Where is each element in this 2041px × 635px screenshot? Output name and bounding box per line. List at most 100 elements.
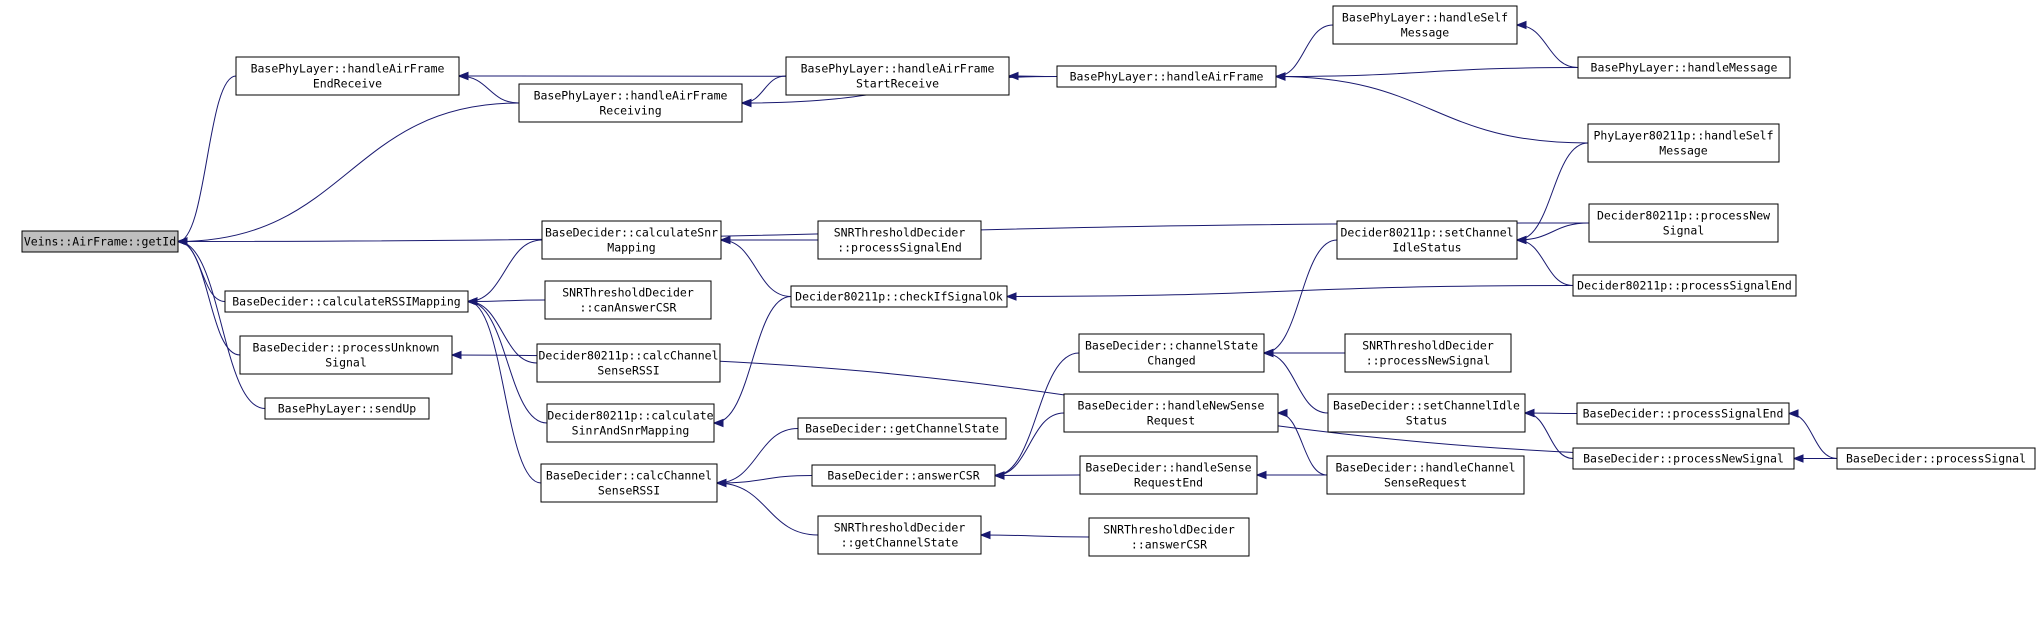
edge-arrowhead [450, 350, 462, 360]
node-label: Changed [1147, 354, 1195, 368]
node-snr-process-new-signal[interactable]: SNRThresholdDecider::processNewSignal [1344, 333, 1512, 373]
edge-dec80211-process-new-to-dec80211-set-channel-idle [1515, 222, 1590, 245]
node-label: Receiving [599, 104, 661, 118]
node-label: Signal [1663, 224, 1705, 238]
node-snr-answer-c-s-r[interactable]: SNRThresholdDecider::answerCSR [1088, 517, 1250, 557]
node-label: BaseDecider::calculateRSSIMapping [232, 295, 460, 309]
node-label: Message [1659, 144, 1708, 158]
edge-line [1275, 67, 1579, 77]
edge-line [177, 102, 520, 242]
node-dec80211-process-end[interactable]: Decider80211p::processSignalEnd [1572, 274, 1797, 297]
node-box [1327, 393, 1526, 433]
edge-set-channel-idle-status-to-channel-state-changed [1262, 348, 1329, 414]
edge-arrowhead [740, 98, 752, 108]
node-label: BaseDecider::calculateSnr [545, 226, 718, 240]
edge-line [1275, 76, 1589, 144]
node-label: BaseDecider::setChannelIdle [1333, 399, 1520, 413]
edge-handle-message-to-haf-main [1274, 67, 1579, 81]
node-snr-can-answer-c-s-r[interactable]: SNRThresholdDecider::canAnswerCSR [544, 280, 712, 320]
node-haf-main[interactable]: BasePhyLayer::handleAirFrame [1056, 65, 1277, 88]
edge-line [177, 241, 241, 356]
node-snr-process-signal-end[interactable]: SNRThresholdDecider::processSignalEnd [817, 220, 982, 260]
node-dec80211-calc-sinr-snr[interactable]: Decider80211p::calculateSinrAndSnrMappin… [546, 403, 715, 443]
edge-handle-channel-sense-request-to-handle-sense-request-end [1255, 470, 1328, 480]
edge-handle-message-to-handle-self-message [1515, 20, 1579, 68]
node-label: BaseDecider::answerCSR [827, 469, 979, 483]
node-calc-r-s-s-i-mapping[interactable]: BaseDecider::calculateRSSIMapping [224, 290, 469, 313]
node-handle-message[interactable]: BasePhyLayer::handleMessage [1577, 56, 1791, 79]
node-label: Decider80211p::calcChannel [538, 349, 718, 363]
edge-arrowhead [1274, 72, 1286, 81]
node-dec80211-check-if-signal-ok[interactable]: Decider80211p::checkIfSignalOk [790, 285, 1008, 308]
node-box [239, 335, 453, 375]
node-box [235, 56, 460, 96]
edge-snr-process-signal-end-to-calc-snr-mapping [719, 235, 818, 245]
edge-bd-process-signal-to-bd-process-signal-end [1787, 409, 1838, 459]
node-box [546, 403, 715, 443]
edge-arrowhead [993, 471, 1005, 480]
node-label: SNRThresholdDecider [562, 286, 694, 300]
edge-dec80211-check-if-signal-ok-to-calc-snr-mapping [719, 235, 792, 297]
node-dec80211-process-new[interactable]: Decider80211p::processNewSignal [1588, 203, 1779, 243]
edge-line [720, 239, 792, 297]
edge-line [1516, 222, 1590, 241]
edge-arrowhead [719, 235, 731, 245]
node-snr-get-channel-state[interactable]: SNRThresholdDecider::getChannelState [817, 515, 982, 555]
edge-snr-get-channel-state-to-calc-channel-sense-r-s-s-i [715, 478, 819, 536]
node-bd-process-signal-end[interactable]: BaseDecider::processSignalEnd [1576, 402, 1790, 425]
node-box [1079, 455, 1258, 495]
edge-line [716, 428, 799, 484]
edge-arrowhead [1255, 470, 1267, 480]
node-box [1056, 65, 1277, 88]
node-box [1336, 220, 1518, 260]
edge-handle-self-message-to-haf-main [1274, 24, 1334, 81]
edge-arrowhead [176, 237, 188, 246]
edge-handle-sense-request-end-to-answer-c-s-r [993, 471, 1081, 480]
node-label: BaseDecider::channelState [1085, 339, 1258, 353]
node-answer-c-s-r[interactable]: BaseDecider::answerCSR [811, 464, 996, 487]
node-box [1332, 5, 1518, 45]
node-send-up[interactable]: BasePhyLayer::sendUp [264, 397, 430, 420]
node-get-id[interactable]: Veins::AirFrame::getId [21, 230, 179, 253]
edge-dec80211-process-end-to-dec80211-check-if-signal-ok [1005, 285, 1574, 301]
node-label: PhyLayer80211p::handleSelf [1593, 129, 1773, 143]
node-bd-process-signal[interactable]: BaseDecider::processSignal [1836, 447, 2036, 470]
node-box [1326, 455, 1525, 495]
node-box [1572, 447, 1795, 470]
edge-get-channel-state-to-calc-channel-sense-r-s-s-i [715, 428, 799, 488]
node-box [541, 220, 722, 260]
node-get-channel-state[interactable]: BaseDecider::getChannelState [797, 417, 1007, 440]
node-label: Veins::AirFrame::getId [24, 235, 176, 249]
edge-dec80211-check-if-signal-ok-to-dec80211-calc-sinr-snr [712, 296, 792, 428]
node-label: SenseRSSI [598, 484, 660, 498]
node-label: BaseDecider::handleChannel [1335, 461, 1515, 475]
edge-arrowhead [466, 297, 478, 306]
node-label: SNRThresholdDecider [1362, 339, 1494, 353]
node-box [1078, 333, 1265, 373]
node-label: Mapping [607, 241, 655, 255]
edge-line [1263, 239, 1338, 354]
node-label: IdleStatus [1392, 241, 1461, 255]
node-bd-process-new-signal[interactable]: BaseDecider::processNewSignal [1572, 447, 1795, 470]
node-label: BasePhyLayer::handleAirFrame [1070, 70, 1264, 84]
node-box [1577, 56, 1791, 79]
node-box [540, 463, 718, 503]
edge-dec80211-set-channel-idle-to-channel-state-changed [1262, 239, 1338, 358]
edge-line [458, 75, 520, 104]
